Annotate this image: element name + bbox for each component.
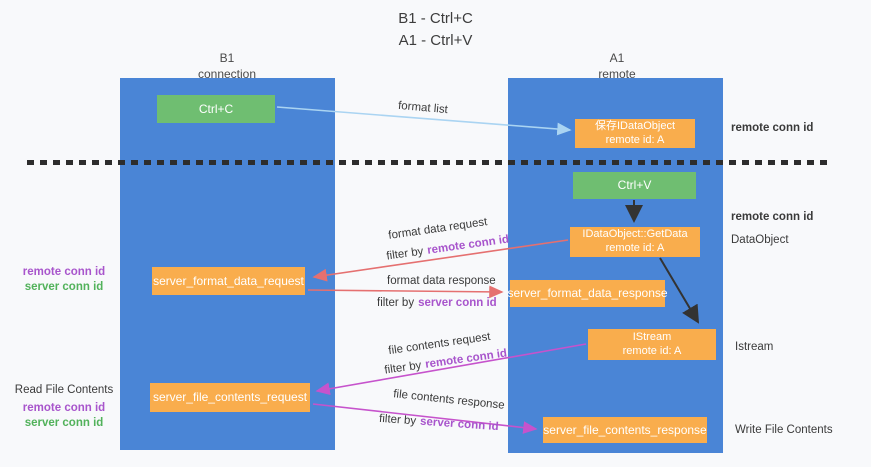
box-server-format-data-response: server_format_data_response	[507, 280, 668, 307]
read-file-contents-label: Read File Contents	[14, 384, 114, 396]
left-read-file-contents-group: Read File Contents remote conn id server…	[12, 383, 116, 431]
label-format-list: format list	[397, 99, 449, 117]
box-idataobject-getdata: IDataObject::GetData remote id: A	[570, 227, 700, 257]
box-istream: IStream remote id: A	[588, 329, 716, 360]
box-istream-subtitle: remote id: A	[622, 344, 682, 357]
right-remote-conn-id-top: remote conn id	[731, 122, 814, 134]
box-ctrl-v: Ctrl+V	[573, 172, 696, 199]
box-server-file-contents-request-label: server_file_contents_request	[152, 390, 308, 404]
filter-by-text-2: filter by	[377, 297, 415, 309]
lane-a1-name: A1	[609, 51, 625, 65]
diagram-title: B1 - Ctrl+C A1 - Ctrl+V	[0, 8, 871, 52]
box-server-format-data-request: server_format_data_request	[152, 267, 305, 295]
box-save-idataobject-subtitle: remote id: A	[605, 133, 665, 146]
dashed-divider	[27, 160, 833, 165]
right-dataobject-label: DataObject	[731, 234, 789, 246]
left-remote-conn-id-2: remote conn id	[22, 401, 106, 414]
lane-header-b1: B1 connection	[167, 51, 287, 82]
box-server-format-data-response-label: server_format_data_response	[507, 286, 668, 300]
right-istream-label: Istream	[735, 341, 774, 353]
box-idataobject-getdata-title: IDataObject::GetData	[582, 228, 688, 241]
filter-by-text-4: filter by	[378, 412, 417, 428]
box-ctrl-c-label: Ctrl+C	[198, 101, 234, 116]
lane-header-a1: A1 remote	[557, 51, 677, 82]
lane-b1-name: B1	[219, 51, 235, 65]
remote-conn-id-text-1: remote conn id	[426, 233, 510, 257]
left-server-conn-id-1: server conn id	[24, 280, 104, 293]
box-ctrl-c: Ctrl+C	[157, 95, 275, 123]
filter-by-text-3: filter by	[383, 359, 423, 377]
server-conn-id-text-1: server conn id	[418, 297, 497, 309]
box-save-idataobject-title: 保存IDataObject	[594, 119, 676, 132]
box-server-file-contents-response-label: server_file_contents_response	[543, 422, 707, 437]
server-conn-id-text-2: server conn id	[419, 415, 499, 434]
arrow-format-data-response	[307, 285, 504, 299]
left-remote-conn-id-1: remote conn id	[22, 266, 106, 278]
left-conn-id-labels-top: remote conn id server conn id	[12, 265, 116, 295]
remote-conn-id-text-2: remote conn id	[424, 347, 508, 371]
box-save-idataobject: 保存IDataObject remote id: A	[575, 119, 695, 148]
title-line-a1: A1 - Ctrl+V	[398, 31, 473, 49]
box-server-file-contents-response: server_file_contents_response	[543, 417, 707, 443]
label-format-data-response: format data response	[387, 275, 496, 287]
box-ctrl-v-label: Ctrl+V	[617, 178, 652, 192]
left-server-conn-id-2: server conn id	[24, 416, 104, 429]
box-idataobject-getdata-subtitle: remote id: A	[605, 242, 665, 254]
right-remote-conn-id-mid: remote conn id	[731, 211, 814, 223]
box-server-format-data-request-label: server_format_data_request	[153, 273, 304, 288]
box-istream-title: IStream	[632, 330, 672, 343]
lane-a1-role: remote	[598, 66, 636, 81]
box-server-file-contents-request: server_file_contents_request	[150, 383, 310, 412]
label-file-contents-response: file contents response	[392, 388, 506, 412]
lane-b1-role: connection	[197, 66, 257, 81]
title-line-b1: B1 - Ctrl+C	[398, 10, 473, 27]
filter-by-text-1: filter by	[385, 245, 425, 263]
write-file-contents-label: Write File Contents	[735, 424, 833, 436]
